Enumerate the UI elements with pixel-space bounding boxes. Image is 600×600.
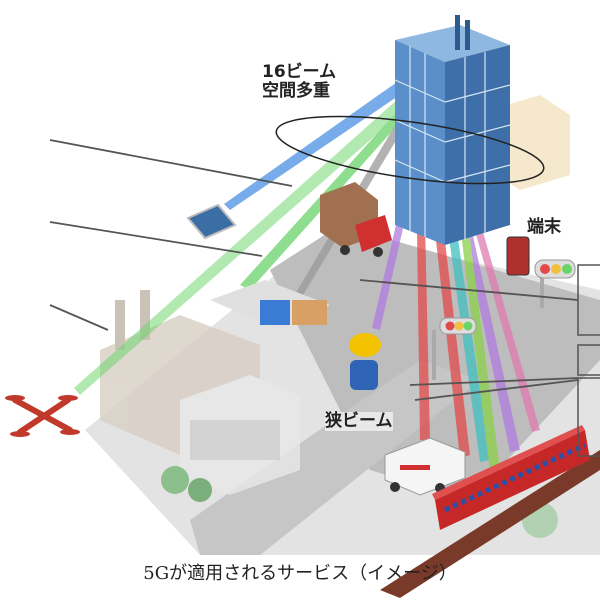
callout-lines	[49, 139, 579, 401]
tree	[188, 478, 212, 502]
multiplex-ellipse	[275, 115, 545, 185]
delivery-truck	[320, 182, 392, 257]
traffic-light	[432, 317, 477, 380]
factory	[100, 290, 300, 495]
spatial-multiplexing-label: 空間多重	[262, 81, 330, 101]
tree	[161, 466, 189, 494]
drone-rotors	[5, 395, 80, 437]
train	[380, 425, 600, 598]
narrow-beam-label: 狭ビーム	[325, 411, 393, 431]
traffic-light	[534, 259, 576, 308]
worker	[349, 333, 381, 390]
drone	[12, 397, 73, 435]
cell-tower-building	[394, 15, 511, 245]
logistics-robot	[210, 280, 330, 330]
callout-boxes	[577, 264, 600, 457]
beam-count-label: 16ビーム	[262, 62, 337, 82]
terminal-label: 端末	[527, 217, 561, 237]
figure-caption: 5Gが適用されるサービス（イメージ）	[143, 563, 457, 584]
smartphone-terminal	[506, 236, 530, 276]
road-cross	[190, 360, 480, 555]
tablet-device	[186, 203, 237, 240]
